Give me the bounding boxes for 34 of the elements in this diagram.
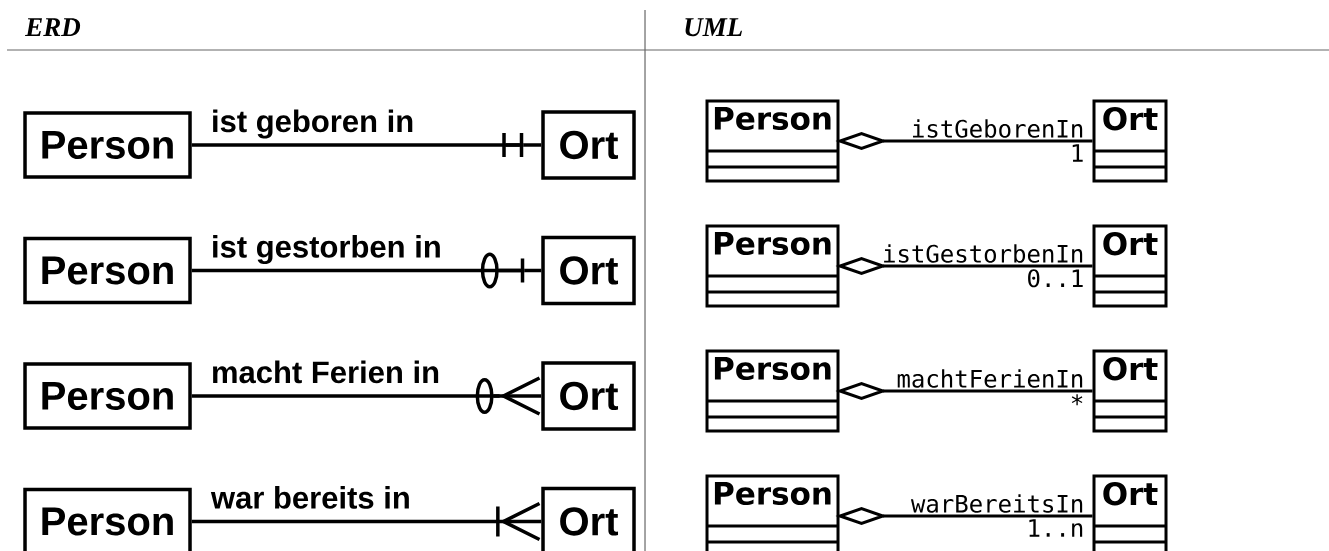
edge-label: istGeborenIn	[913, 119, 1083, 138]
heading: ERD	[25, 18, 81, 37]
edge-label: ist gestorben in	[213, 235, 440, 265]
multiplicity-label: 1	[1072, 144, 1083, 162]
edge-label: machtFerienIn	[897, 369, 1083, 388]
connector	[191, 376, 542, 416]
class-box: Person	[705, 99, 840, 183]
connector	[191, 133, 542, 157]
class-box: Ort	[1092, 474, 1168, 551]
multiplicity-label: 1..n	[1029, 519, 1083, 537]
class-box: Ort	[1092, 349, 1168, 433]
connector	[191, 501, 542, 542]
class-box: Person	[705, 224, 840, 308]
entity-box: Ort	[541, 110, 636, 180]
edge-label: ist geboren in	[213, 109, 413, 139]
entity-box: Person	[23, 111, 192, 179]
multiplicity-label: *	[1071, 394, 1083, 406]
entity-box: Person	[23, 362, 192, 430]
entity-box: Ort	[541, 361, 636, 431]
edge-label: war bereits in	[210, 486, 409, 509]
edge-label: istGestorbenIn	[884, 244, 1083, 263]
class-box: Person	[705, 474, 840, 551]
entity-box: Person	[23, 236, 192, 305]
edge-label: warBereitsIn	[910, 494, 1083, 513]
connector	[191, 252, 542, 289]
entity-box: Ort	[541, 235, 636, 306]
class-box: Person	[705, 349, 840, 433]
multiplicity-label: 0..1	[1028, 269, 1083, 288]
edge-label: macht Ferien in	[213, 360, 439, 384]
entity-box: Ort	[541, 486, 636, 551]
class-box: Ort	[1092, 99, 1168, 183]
class-box: Ort	[1092, 224, 1168, 308]
entity-box: Person	[23, 487, 192, 551]
heading: UML	[685, 18, 742, 37]
